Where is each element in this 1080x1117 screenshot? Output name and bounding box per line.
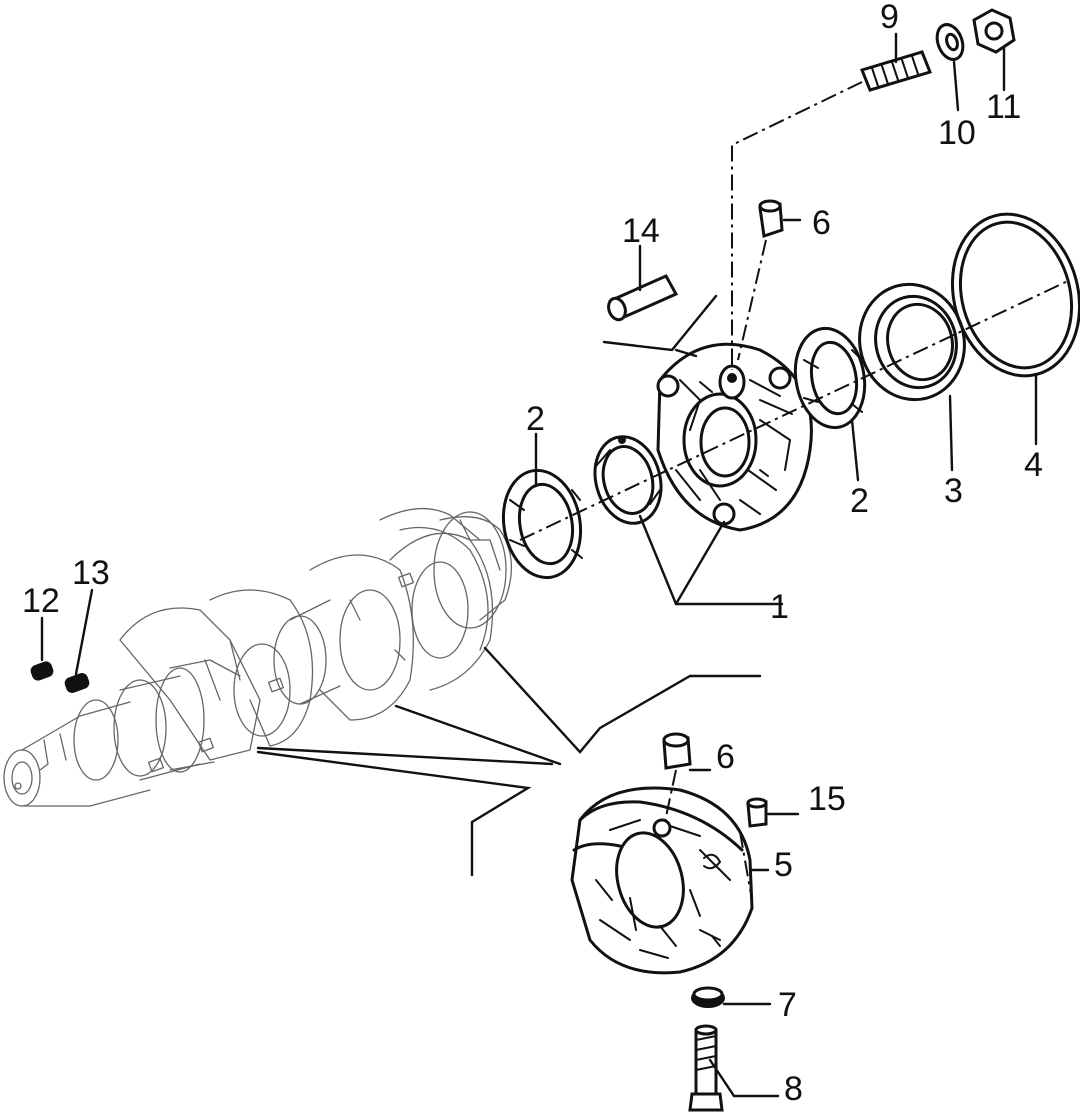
- bearing-housing: [656, 342, 813, 532]
- washer-7: [691, 986, 725, 1008]
- callout-6a: 6: [812, 204, 831, 242]
- dowel-pin-14: [607, 274, 679, 322]
- callout-6b: 6: [716, 738, 735, 776]
- thrust-washer-right: [793, 326, 867, 430]
- callout-13: 13: [72, 554, 110, 592]
- oil-seal: [858, 282, 966, 402]
- assembly-axis-stud: [731, 81, 863, 370]
- crankshaft-leaders: [256, 646, 762, 877]
- seal-sleeve: [593, 435, 663, 525]
- housing-bracket: [602, 294, 718, 352]
- callout-2a: 2: [526, 400, 545, 438]
- callout-14: 14: [622, 212, 660, 250]
- callout-3: 3: [944, 472, 963, 510]
- callout-9: 9: [880, 0, 899, 36]
- bushing-6-bottom: [662, 732, 692, 770]
- assembly-axis-main: [519, 279, 1071, 541]
- callout-1: 1: [770, 588, 789, 626]
- callout-11: 11: [986, 88, 1021, 126]
- bushing-6-top: [758, 199, 784, 238]
- callout-10: 10: [938, 114, 976, 152]
- callout-12: 12: [22, 582, 60, 620]
- callout-labels: 1 2 2 3 4 5 6 6 7 8 9 10 11 12 13 14 15: [22, 0, 1043, 1108]
- stud-9: [859, 50, 933, 92]
- bushing-15: [746, 797, 768, 828]
- callout-7: 7: [778, 986, 797, 1024]
- callout-15: 15: [808, 780, 846, 818]
- callout-4: 4: [1024, 446, 1043, 484]
- pin-12: [30, 661, 54, 681]
- crankshaft: [3, 507, 513, 807]
- callout-5: 5: [774, 846, 793, 884]
- nut-11: [972, 8, 1016, 54]
- thrust-washer-left: [501, 468, 583, 580]
- callout-2b: 2: [850, 482, 869, 520]
- o-ring: [950, 212, 1080, 378]
- assembly-axis-bushing: [737, 239, 767, 361]
- washer-10: [935, 23, 965, 61]
- bolt-8: [688, 1024, 724, 1112]
- callout-leaders: [534, 32, 1038, 1098]
- balance-weight: [570, 786, 754, 975]
- callout-8: 8: [784, 1070, 803, 1108]
- pin-13: [64, 673, 90, 693]
